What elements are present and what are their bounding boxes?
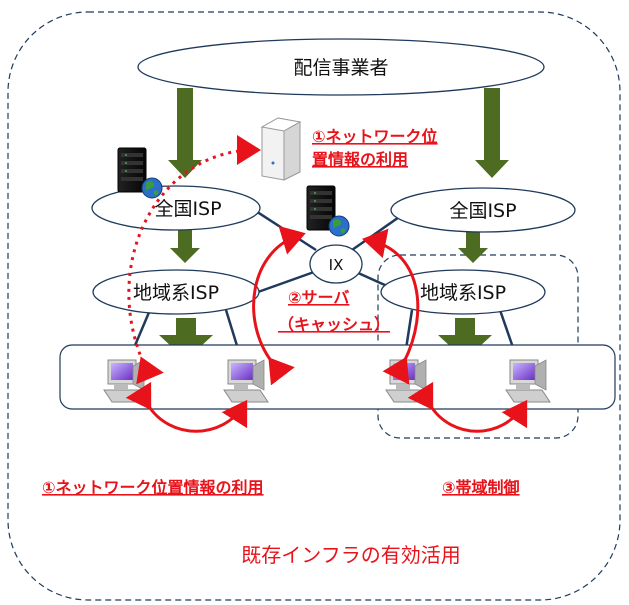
- bottom-note-bandwidth: ③帯域制御: [442, 478, 520, 497]
- peer-right-arrow: [407, 381, 528, 433]
- pc-terminal-icon: [103, 359, 149, 403]
- national-isp-right-label: 全国ISP: [449, 200, 516, 222]
- cache-left-arrow: [252, 225, 306, 386]
- regional-isp-right-label: 地域系ISP: [420, 282, 506, 304]
- peer-left-arrow: [125, 381, 248, 433]
- regional-isp-left-label: 地域系ISP: [133, 282, 219, 304]
- globe-icon: [328, 215, 350, 237]
- note-location-info-line2: 置情報の利用: [312, 150, 408, 169]
- cache-right-arrow: [362, 228, 420, 385]
- pc-terminal-icon: [385, 359, 431, 403]
- note-location-info-line1: ①ネットワーク位: [312, 127, 438, 146]
- national-isp-left-label: 全国ISP: [154, 198, 221, 220]
- distributor-label: 配信事業者: [293, 57, 388, 79]
- pc-terminal-icon: [223, 359, 269, 403]
- red-flow-arrows: [125, 135, 528, 433]
- distributor-node: [137, 38, 545, 96]
- location-info-dotted-arrow: [127, 135, 261, 385]
- server-rack-icon: [117, 147, 147, 193]
- footer-caption: 既存インフラの有効活用: [241, 543, 460, 567]
- national-isp-right-node: [390, 187, 576, 233]
- white-server-icon: [260, 117, 302, 181]
- outer-boundary: [7, 11, 621, 601]
- ix-label: IX: [329, 256, 344, 274]
- ix-node: [309, 244, 363, 284]
- bottom-note-location-info: ①ネットワーク位置情報の利用: [42, 478, 264, 497]
- pc-terminal-icon: [505, 359, 551, 403]
- note-server-line1: ②サーバ: [288, 288, 349, 307]
- note-server-line2: （キャッシュ）: [278, 315, 390, 334]
- globe-icon: [141, 177, 163, 199]
